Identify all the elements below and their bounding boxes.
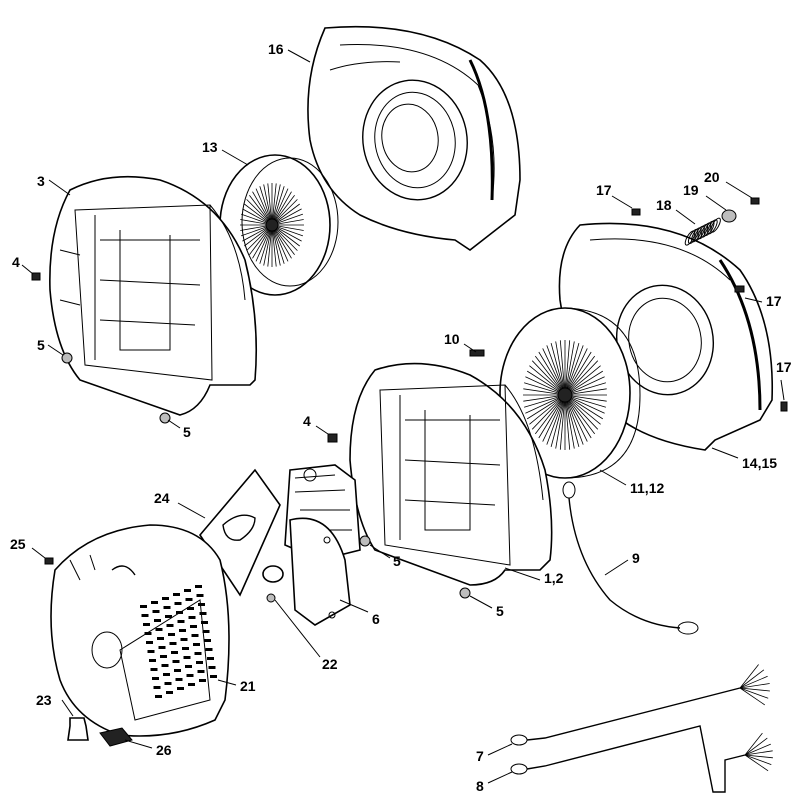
screw-10: [469, 349, 485, 357]
callout-8: 8: [476, 778, 484, 794]
screw-4-left: [31, 272, 41, 281]
nut-5-left-b: [159, 412, 171, 424]
screw-17-right: [780, 401, 788, 412]
bushing-19: [721, 209, 737, 223]
fan-housing-16: [307, 25, 521, 251]
callout-24: 24: [154, 490, 170, 506]
callout-4-left: 4: [12, 254, 20, 270]
callout-19: 19: [683, 182, 699, 198]
callout-5-left-b: 5: [183, 424, 191, 440]
nut-5-left-a: [61, 352, 73, 364]
callout-9: 9: [632, 550, 640, 566]
callout-5-left-a: 5: [37, 337, 45, 353]
screw-25: [44, 557, 54, 565]
screw-17-top: [631, 208, 641, 216]
screw-17-mid: [734, 285, 745, 293]
housing-1-2: [349, 362, 553, 586]
callouts: 16 13 3 4 5 5 17 20 19 18 17 17 10 4 14,…: [10, 41, 792, 794]
callout-10: 10: [444, 331, 460, 347]
callout-23: 23: [36, 692, 52, 708]
cable-8: [510, 725, 773, 793]
clip-26: [99, 727, 133, 747]
baffle-6: [289, 517, 351, 626]
callout-14-15: 14,15: [742, 455, 777, 471]
callout-5-center-b: 5: [496, 603, 504, 619]
callout-17-mid: 17: [766, 293, 782, 309]
callout-5-center-a: 5: [393, 553, 401, 569]
spring-18: [684, 217, 721, 246]
callout-13: 13: [202, 139, 218, 155]
knob-23: [67, 717, 89, 741]
callout-25: 25: [10, 536, 26, 552]
housing-3: [49, 175, 258, 416]
impeller-13: [219, 154, 339, 296]
callout-18: 18: [656, 197, 672, 213]
callout-17-right: 17: [776, 359, 792, 375]
cable-7: [510, 664, 770, 746]
callout-4-center: 4: [303, 413, 311, 429]
wire-9: [562, 481, 699, 635]
nut-5-center-a: [359, 535, 371, 547]
nut-5-center-b: [459, 587, 471, 599]
ring-22: [262, 565, 284, 603]
callout-16: 16: [268, 41, 284, 57]
callout-20: 20: [704, 169, 720, 185]
leader-lines: [21, 49, 785, 784]
callout-1-2: 1,2: [544, 570, 564, 586]
screw-4-center: [327, 433, 338, 443]
callout-22: 22: [322, 656, 338, 672]
engine-cover-21: [50, 524, 230, 737]
callout-11-12: 11,12: [630, 480, 664, 496]
callout-17-top: 17: [596, 182, 612, 198]
impeller-11-12: [499, 307, 641, 479]
callout-3: 3: [37, 173, 45, 189]
callout-7: 7: [476, 748, 484, 764]
screw-20: [750, 197, 760, 205]
callout-6: 6: [372, 611, 380, 627]
callout-21: 21: [240, 678, 256, 694]
callout-26: 26: [156, 742, 172, 758]
